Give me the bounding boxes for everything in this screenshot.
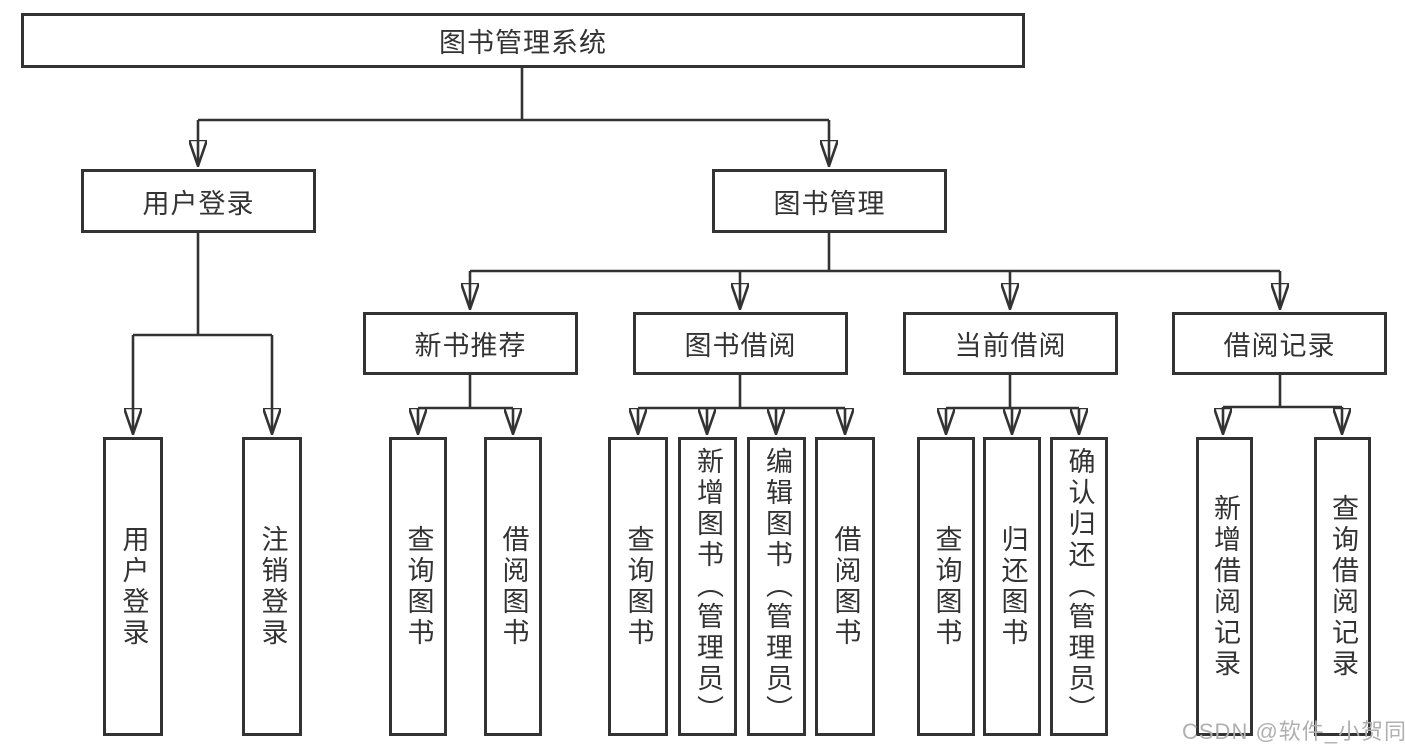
leaf-logout: 注销登录 [242,437,302,736]
leaf-newrec-borrow-books-label: 借阅图书 [498,524,529,649]
leaf-borrow-edit-books-admin: 编辑图书（管理员） [747,437,806,736]
connector-user-login-to-leaves [133,233,272,434]
leaf-newrec-query-books: 查询图书 [389,437,447,736]
leaf-current-confirm-return-admin-label: 确认归还（管理员） [1064,447,1095,726]
leaf-records-add-record-label: 新增借阅记录 [1210,493,1240,680]
node-new-book-rec-label: 新书推荐 [414,331,527,361]
leaf-current-confirm-return-admin: 确认归还（管理员） [1050,437,1108,736]
connector-root-to-branches [198,68,829,166]
node-new-book-rec: 新书推荐 [363,312,578,375]
leaf-logout-label: 注销登录 [257,524,288,649]
leaf-current-query-books: 查询图书 [917,437,975,736]
leaf-current-return-books-label: 归还图书 [997,524,1028,649]
node-user-login-branch-label: 用户登录 [142,188,255,219]
node-book-mgmt-branch-label: 图书管理 [773,188,886,219]
leaf-records-query-record-label: 查询借阅记录 [1328,493,1358,680]
node-user-login-branch: 用户登录 [81,169,316,233]
leaf-borrow-query-books-label: 查询图书 [623,524,654,649]
leaf-borrow-borrow-books: 借阅图书 [815,437,875,736]
connector-book-borrow-to-leaves [638,375,845,434]
connector-new-book-rec-to-leaves [418,375,513,434]
leaf-user-login: 用户登录 [103,437,163,736]
connector-borrow-records-to-leaves [1223,375,1342,434]
leaf-borrow-borrow-books-label: 借阅图书 [830,524,861,649]
node-root-system: 图书管理系统 [21,13,1025,68]
node-borrow-records-label: 借阅记录 [1223,331,1336,361]
leaf-borrow-query-books: 查询图书 [608,437,668,736]
node-book-mgmt-branch: 图书管理 [712,169,947,233]
leaf-user-login-label: 用户登录 [118,524,149,649]
node-root-system-label: 图书管理系统 [439,28,607,58]
leaf-borrow-add-books-admin: 新增图书（管理员） [678,437,737,736]
leaf-current-query-books-label: 查询图书 [931,524,962,649]
connector-book-mgmt-to-modules [470,233,1280,309]
leaf-records-add-record: 新增借阅记录 [1196,437,1253,736]
leaf-borrow-edit-books-admin-label: 编辑图书（管理员） [762,447,792,726]
node-current-borrow-label: 当前借阅 [954,331,1067,361]
connector-current-borrow-to-leaves [946,375,1079,434]
leaf-current-return-books: 归还图书 [983,437,1041,736]
node-book-borrow: 图书借阅 [633,312,848,375]
node-book-borrow-label: 图书借阅 [684,331,797,361]
node-current-borrow: 当前借阅 [903,312,1118,375]
leaf-newrec-query-books-label: 查询图书 [403,524,434,649]
node-borrow-records: 借阅记录 [1172,312,1387,375]
leaf-records-query-record: 查询借阅记录 [1314,437,1371,736]
leaf-borrow-add-books-admin-label: 新增图书（管理员） [693,447,723,726]
csdn-watermark: CSDN @软件_小贺同学 [1182,719,1405,744]
leaf-newrec-borrow-books: 借阅图书 [484,437,542,736]
